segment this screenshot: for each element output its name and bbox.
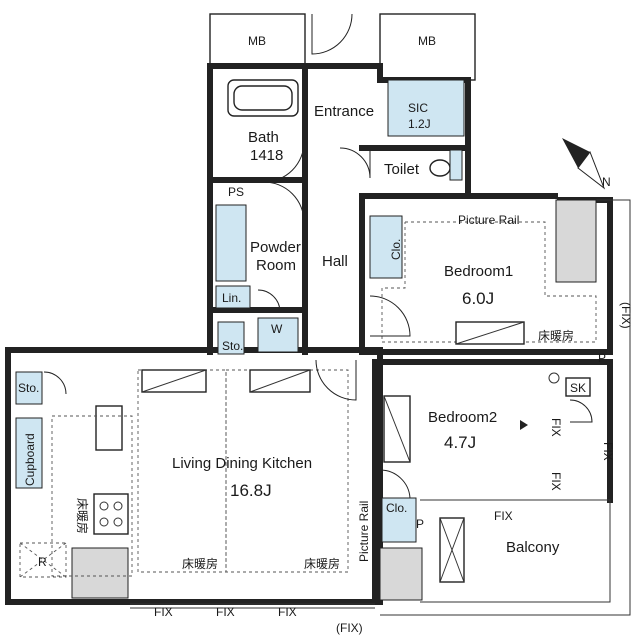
mb-left-label: MB bbox=[248, 34, 266, 48]
fix-bottom-2: FIX bbox=[216, 605, 235, 619]
stove bbox=[93, 493, 129, 535]
picture-rail-side: Picture Rail bbox=[357, 501, 371, 562]
clo-bed1-label: Clo. bbox=[389, 239, 403, 260]
sto-ldk bbox=[15, 371, 43, 405]
r-label: R bbox=[38, 555, 47, 569]
powder-counter bbox=[215, 204, 247, 282]
compass-icon bbox=[562, 138, 606, 190]
mb-right-label: MB bbox=[418, 34, 436, 48]
sto-ldk-label: Sto. bbox=[18, 381, 39, 395]
fix-bed2-b: FIX bbox=[549, 472, 563, 491]
sic-storage bbox=[387, 79, 465, 137]
ldk-size: 16.8J bbox=[230, 481, 272, 500]
floor-heating-ldk1: 床暖房 bbox=[182, 556, 218, 571]
p-label-1: P bbox=[598, 351, 606, 365]
compass-n-label: N bbox=[602, 175, 611, 189]
ps-label: PS bbox=[228, 185, 244, 199]
bedroom1-size: 6.0J bbox=[462, 289, 494, 308]
p-label-2: P bbox=[416, 517, 424, 531]
toilet-bowl bbox=[429, 159, 451, 177]
floor-heating-ldk2: 床暖房 bbox=[304, 556, 340, 571]
pillar bbox=[71, 547, 129, 599]
fix-bed2-a: FIX bbox=[549, 418, 563, 437]
lin-label: Lin. bbox=[222, 291, 241, 305]
bath-label: Bath bbox=[248, 129, 279, 146]
arrow-icon bbox=[520, 420, 528, 430]
bath-size: 1418 bbox=[250, 147, 283, 164]
fix-bottom-3: FIX bbox=[278, 605, 297, 619]
sk-label: SK bbox=[570, 381, 586, 395]
toilet-label: Toilet bbox=[384, 161, 420, 178]
clo-bed1 bbox=[369, 215, 403, 279]
bedroom2-size: 4.7J bbox=[444, 433, 476, 452]
fixtures bbox=[15, 79, 597, 601]
washer bbox=[257, 317, 299, 353]
sic-size: 1.2J bbox=[408, 117, 431, 131]
clo-bed2-label: Clo. bbox=[386, 501, 407, 515]
kitchen-sink bbox=[95, 405, 123, 451]
fix-bottom-paren: (FIX) bbox=[336, 621, 363, 635]
pillar bbox=[555, 199, 597, 283]
sk-box bbox=[565, 377, 591, 397]
clo-bed2 bbox=[381, 497, 417, 543]
fix-right-paren: (FIX) bbox=[619, 302, 633, 329]
entrance-label: Entrance bbox=[314, 103, 374, 120]
picture-rail-top: Picture Rail bbox=[458, 213, 519, 227]
lin bbox=[215, 285, 251, 309]
cupboard bbox=[15, 417, 43, 489]
w-label: W bbox=[271, 322, 283, 336]
powder-label-1: Powder bbox=[250, 239, 301, 256]
bedroom1-label: Bedroom1 bbox=[444, 263, 513, 280]
fix-balcony: FIX bbox=[494, 509, 513, 523]
doors bbox=[43, 13, 593, 499]
bedroom2-label: Bedroom2 bbox=[428, 409, 497, 426]
fix-bottom-1: FIX bbox=[154, 605, 173, 619]
floor-heating-bed1: 床暖房 bbox=[538, 328, 574, 343]
cupboard-label: Cupboard bbox=[23, 433, 37, 486]
floor-heating-kitchen: 床暖房 bbox=[75, 498, 90, 534]
sic-label: SIC bbox=[408, 101, 428, 115]
powder-label-2: Room bbox=[256, 257, 296, 274]
hall-label: Hall bbox=[322, 253, 348, 270]
pillar bbox=[379, 547, 423, 601]
sto-hall-label: Sto. bbox=[222, 339, 243, 353]
ldk-label: Living Dining Kitchen bbox=[172, 455, 312, 472]
balcony-label: Balcony bbox=[506, 539, 560, 556]
sto-hall bbox=[217, 321, 245, 355]
fix-right: FIX bbox=[601, 442, 615, 461]
room-labels: MB MB Entrance SIC 1.2J Bath 1418 Toilet… bbox=[18, 34, 633, 635]
